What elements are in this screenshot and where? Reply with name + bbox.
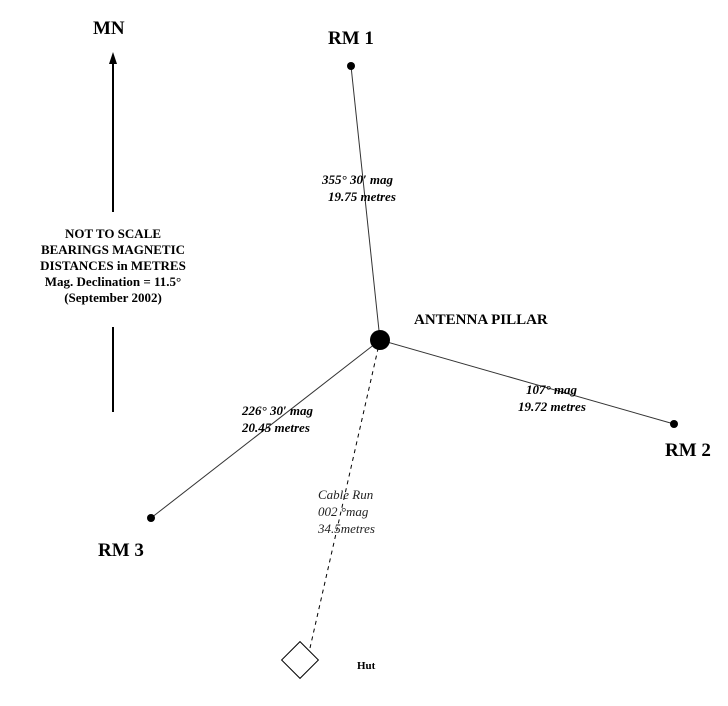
rm1-point — [347, 62, 355, 70]
rm1-label: RM 1 — [328, 28, 374, 49]
line-rm1 — [350, 65, 381, 341]
rm2-label: RM 2 — [665, 440, 711, 461]
note-line: BEARINGS MAGNETIC — [40, 242, 186, 257]
note-line: NOT TO SCALE — [64, 226, 162, 241]
rm3-distance: 20.45 metres — [242, 420, 310, 435]
rm1-measure: 355° 30′ mag 19.75 metres — [322, 171, 396, 205]
cable-bearing: 002 °mag — [318, 504, 369, 519]
north-arrowhead — [109, 52, 117, 64]
antenna-pillar-label: ANTENNA PILLAR — [414, 312, 548, 328]
rm2-point — [670, 420, 678, 428]
hut-symbol — [280, 640, 320, 680]
line-rm3 — [150, 339, 381, 519]
rm3-bearing: 226° 30′ mag — [242, 403, 313, 418]
note-line: DISTANCES in METRES — [40, 258, 186, 273]
cable-distance: 34.5metres — [318, 521, 375, 536]
antenna-pillar-point — [370, 330, 390, 350]
hut-label: Hut — [357, 660, 376, 672]
rm3-measure: 226° 30′ mag 20.45 metres — [242, 402, 313, 436]
cable-run-label: Cable Run 002 °mag 34.5metres — [318, 486, 375, 537]
rm3-label: RM 3 — [98, 540, 144, 561]
rm1-bearing: 355° 30′ mag — [322, 172, 393, 187]
cable-title: Cable Run — [318, 487, 374, 502]
line-rm2 — [379, 339, 675, 425]
north-label: MN — [93, 18, 125, 39]
note-line: Mag. Declination = 11.5° — [44, 274, 182, 289]
rm3-point — [147, 514, 155, 522]
rm1-distance: 19.75 metres — [328, 189, 396, 204]
rm2-measure: 107° mag 19.72 metres — [518, 381, 586, 415]
rm2-distance: 19.72 metres — [518, 399, 586, 414]
rm2-bearing: 107° mag — [526, 382, 578, 397]
notes-block: NOT TO SCALE BEARINGS MAGNETIC DISTANCES… — [28, 226, 198, 306]
note-line: (September 2002) — [64, 290, 162, 305]
